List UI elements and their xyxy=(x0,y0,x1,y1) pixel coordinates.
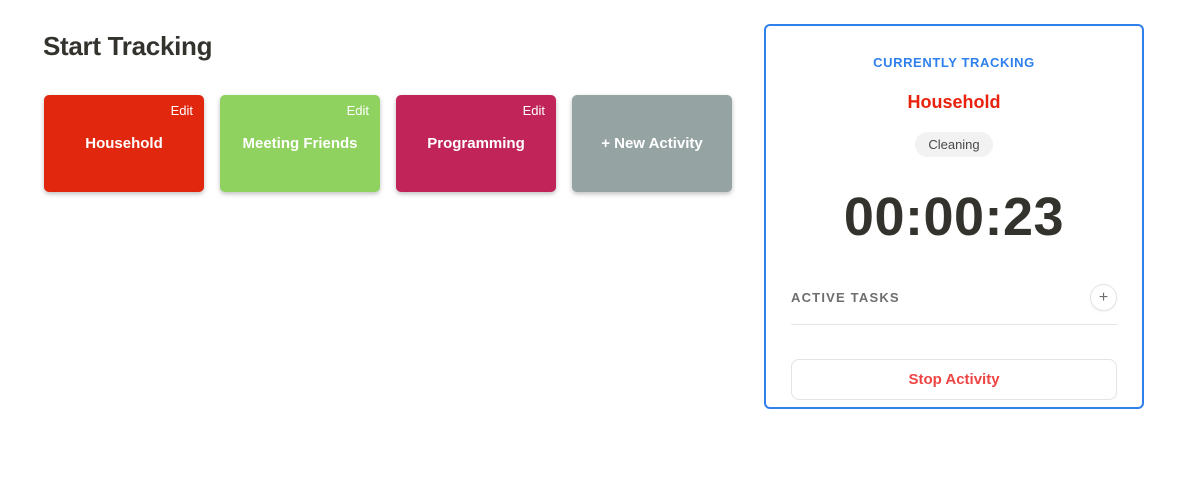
activity-card-label: Programming xyxy=(427,135,525,152)
active-tasks-label: ACTIVE TASKS xyxy=(791,290,900,305)
activity-card-label: Meeting Friends xyxy=(242,135,358,152)
task-badge: Cleaning xyxy=(915,132,993,157)
activity-cards-row: Edit Household Edit Meeting Friends Edit… xyxy=(44,95,732,192)
edit-button[interactable]: Edit xyxy=(346,103,369,118)
tracked-activity-name: Household xyxy=(907,92,1001,112)
page-title: Start Tracking xyxy=(43,31,213,61)
add-task-button[interactable]: + xyxy=(1090,284,1117,311)
currently-tracking-label: CURRENTLY TRACKING xyxy=(873,55,1035,70)
new-activity-label: + New Activity xyxy=(601,135,703,152)
tracking-panel: CURRENTLY TRACKING Household Cleaning 00… xyxy=(764,24,1144,409)
activity-card-programming[interactable]: Edit Programming xyxy=(396,95,556,192)
active-tasks-section: ACTIVE TASKS + xyxy=(791,284,1117,325)
activity-card-label: Household xyxy=(85,135,163,152)
edit-button[interactable]: Edit xyxy=(170,103,193,118)
activity-card-meeting-friends[interactable]: Edit Meeting Friends xyxy=(220,95,380,192)
timer-display: 00:00:23 xyxy=(843,187,1065,247)
plus-icon: + xyxy=(1098,289,1109,306)
edit-button[interactable]: Edit xyxy=(522,103,545,118)
activity-card-household[interactable]: Edit Household xyxy=(44,95,204,192)
stop-activity-button[interactable]: Stop Activity xyxy=(791,359,1117,400)
new-activity-card[interactable]: + New Activity xyxy=(572,95,732,192)
